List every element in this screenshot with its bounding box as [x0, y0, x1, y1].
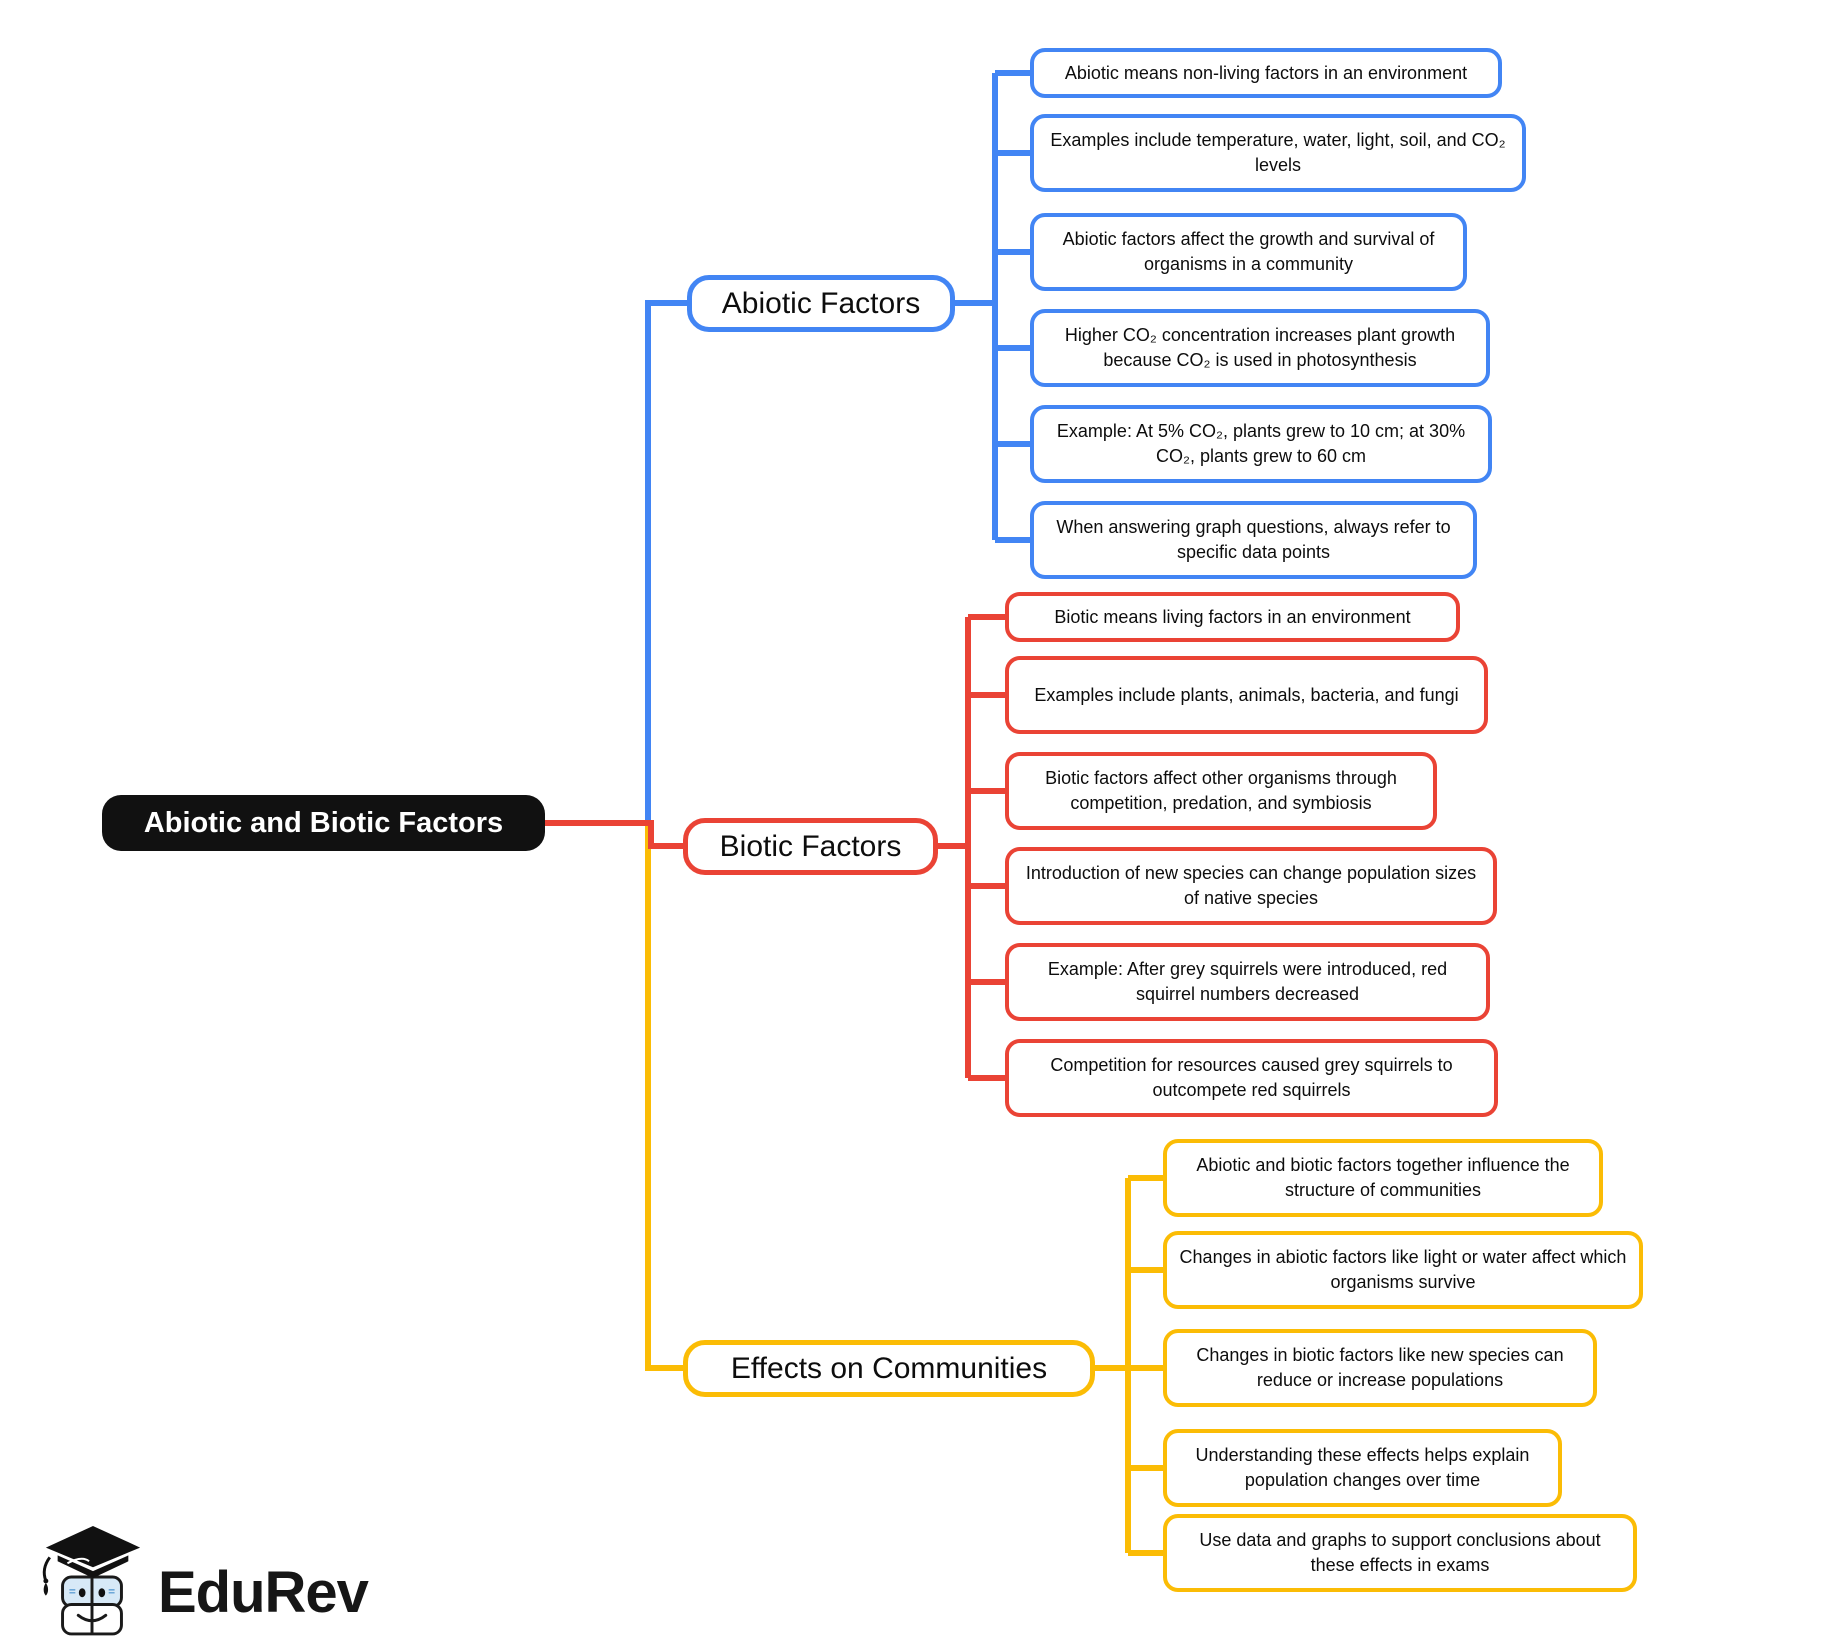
- leaf-effects-2: Changes in abiotic factors like light or…: [1163, 1231, 1643, 1309]
- effects-branch-connector: [645, 823, 1163, 1556]
- leaf-effects-4: Understanding these effects helps explai…: [1163, 1429, 1562, 1507]
- leaf-effects-1: Abiotic and biotic factors together infl…: [1163, 1139, 1603, 1217]
- leaf-biotic-3: Biotic factors affect other organisms th…: [1005, 752, 1437, 830]
- leaf-abiotic-4: Higher CO₂ concentration increases plant…: [1030, 309, 1490, 387]
- edurev-logo: EduRev: [38, 1516, 369, 1640]
- root-node: Abiotic and Biotic Factors: [102, 795, 545, 851]
- leaf-effects-3: Changes in biotic factors like new speci…: [1163, 1329, 1597, 1407]
- branch-biotic-factors: Biotic Factors: [683, 818, 938, 875]
- edurev-mascot-icon: [42, 1525, 141, 1636]
- leaf-biotic-1: Biotic means living factors in an enviro…: [1005, 592, 1460, 642]
- leaf-abiotic-3: Abiotic factors affect the growth and su…: [1030, 213, 1467, 291]
- leaf-biotic-2: Examples include plants, animals, bacter…: [1005, 656, 1488, 734]
- leaf-abiotic-1: Abiotic means non-living factors in an e…: [1030, 48, 1502, 98]
- leaf-abiotic-6: When answering graph questions, always r…: [1030, 501, 1477, 579]
- leaf-abiotic-2: Examples include temperature, water, lig…: [1030, 114, 1526, 192]
- abiotic-branch-connector: [645, 70, 1030, 826]
- leaf-effects-5: Use data and graphs to support conclusio…: [1163, 1514, 1637, 1592]
- biotic-branch-connector: [545, 614, 1005, 1081]
- leaf-abiotic-5: Example: At 5% CO₂, plants grew to 10 cm…: [1030, 405, 1492, 483]
- branch-abiotic-factors: Abiotic Factors: [687, 275, 955, 332]
- branch-effects-on-communities: Effects on Communities: [683, 1340, 1095, 1397]
- leaf-biotic-6: Competition for resources caused grey sq…: [1005, 1039, 1498, 1117]
- edurev-wordmark: EduRev: [158, 1559, 369, 1625]
- leaf-biotic-5: Example: After grey squirrels were intro…: [1005, 943, 1490, 1021]
- leaf-biotic-4: Introduction of new species can change p…: [1005, 847, 1497, 925]
